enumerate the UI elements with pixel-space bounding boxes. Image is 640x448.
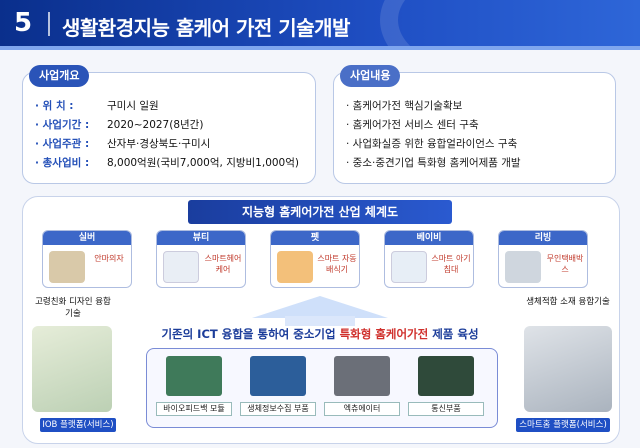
category-label: 안마의자	[94, 254, 124, 263]
tech-label: 생체정보수집 부품	[240, 402, 316, 416]
category-card-beauty: 뷰티 스마트헤어 케어	[156, 230, 246, 288]
iob-platform-label: IOB 플랫폼(서비스)	[40, 418, 116, 432]
tech-item: 생체정보수집 부품	[240, 356, 316, 416]
smarthome-platform-label: 스마트홈 플랫폼(서비스)	[516, 418, 610, 432]
tech-label: 바이오피드백 모듈	[156, 402, 232, 416]
massage-chair-image	[49, 251, 85, 283]
overview-key: · 위 치 :	[35, 100, 74, 112]
contents-tag: 사업내용	[340, 65, 401, 87]
communication-part-image	[418, 356, 474, 396]
contents-item: · 사업화실증 위한 융합얼라이언스 구축	[346, 138, 518, 150]
slogan-highlight: 특화형 홈케어가전	[339, 327, 429, 341]
category-card-living: 리빙 무인택배박스	[498, 230, 588, 288]
page-title: 생활환경지능 홈케어 가전 기술개발	[62, 16, 350, 40]
biofeedback-module-image	[166, 356, 222, 396]
category-label: 무인택배박스	[546, 254, 584, 274]
slogan-text: 제품 육성	[428, 327, 479, 341]
slogan-text: 기존의 ICT 융합을 통하여 중소기업	[161, 327, 340, 341]
walker-robot-image	[32, 326, 112, 412]
slogan: 기존의 ICT 융합을 통하여 중소기업 특화형 홈케어가전 제품 육성	[0, 326, 640, 342]
overview-value: 구미시 일원	[107, 100, 159, 112]
tech-item: 통신부품	[408, 356, 484, 416]
category-title: 실버	[43, 231, 131, 245]
overview-value: 8,000억원(국비7,000억, 지방비1,000억)	[107, 157, 299, 169]
overview-row: · 사업주관 : 산자부·경상북도·구미시	[35, 135, 299, 154]
page-header: 5 생활환경지능 홈케어 가전 기술개발	[0, 0, 640, 50]
overview-key: · 사업기간 :	[35, 119, 90, 131]
upward-arrow	[252, 296, 388, 318]
section-number: 5	[14, 8, 33, 38]
header-divider	[48, 12, 50, 36]
category-label: 스마트 아기침대	[431, 254, 471, 274]
category-card-silver: 실버 안마의자	[42, 230, 132, 288]
tech-item: 엑츄에이터	[324, 356, 400, 416]
robot-arm-image	[524, 326, 612, 412]
category-card-baby: 베이비 스마트 아기침대	[384, 230, 474, 288]
actuator-image	[334, 356, 390, 396]
overview-value: 2020~2027(8년간)	[107, 119, 204, 131]
overview-row: · 총사업비 : 8,000억원(국비7,000억, 지방비1,000억)	[35, 154, 299, 173]
overview-box: 사업개요 · 위 치 : 구미시 일원 · 사업기간 : 2020~2027(8년간…	[22, 65, 316, 184]
overview-tag: 사업개요	[29, 65, 90, 87]
category-label: 스마트 자동배식기	[317, 254, 357, 274]
contents-item: · 중소·중견기업 특화형 홈케어제품 개발	[346, 157, 521, 169]
right-tech-label: 생체적합 소재 융합기술	[526, 297, 610, 307]
left-tech-label: 고령친화 디자인 융합기술	[35, 297, 111, 319]
contents-item: · 홈케어가전 핵심기술확보	[346, 100, 463, 112]
category-title: 펫	[271, 231, 359, 245]
category-title: 뷰티	[157, 231, 245, 245]
delivery-box-image	[505, 251, 541, 283]
contents-item: · 홈케어가전 서비스 센터 구축	[346, 119, 479, 131]
header-underline	[0, 46, 640, 50]
overview-key: · 총사업비 :	[35, 157, 90, 169]
overview-row: · 사업기간 : 2020~2027(8년간)	[35, 116, 299, 135]
hair-care-image	[163, 251, 199, 283]
tech-label: 통신부품	[408, 402, 484, 416]
overview-value: 산자부·경상북도·구미시	[107, 138, 211, 150]
tech-item: 바이오피드백 모듈	[156, 356, 232, 416]
overview-key: · 사업주관 :	[35, 138, 90, 150]
upward-arrow-stem	[285, 316, 355, 326]
contents-box: 사업내용 · 홈케어가전 핵심기술확보 · 홈케어가전 서비스 센터 구축 · …	[333, 65, 616, 184]
category-title: 베이비	[385, 231, 473, 245]
pet-feeder-image	[277, 251, 313, 283]
category-title: 리빙	[499, 231, 587, 245]
category-card-pet: 펫 스마트 자동배식기	[270, 230, 360, 288]
category-label: 스마트헤어 케어	[204, 254, 242, 274]
biosensor-part-image	[250, 356, 306, 396]
header-decoration	[380, 0, 640, 50]
baby-bed-image	[391, 251, 427, 283]
overview-row: · 위 치 : 구미시 일원	[35, 97, 299, 116]
system-title: 지능형 홈케어가전 산업 체계도	[188, 200, 452, 224]
tech-label: 엑츄에이터	[324, 402, 400, 416]
